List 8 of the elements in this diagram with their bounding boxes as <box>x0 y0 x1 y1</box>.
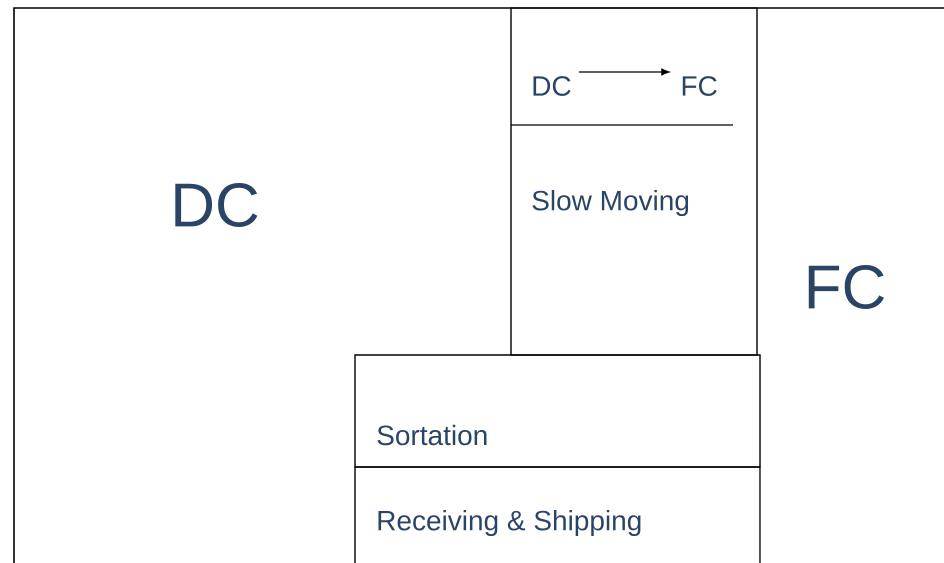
area-label: Slow Moving <box>532 190 688 216</box>
area-label: DC <box>534 76 571 96</box>
area-label: Sortation <box>377 424 486 446</box>
area-label: DC <box>175 183 258 227</box>
area-label: FC <box>682 76 717 96</box>
area-label: Receiving & Shipping <box>378 510 640 536</box>
area-label: FC <box>808 265 884 309</box>
arrow <box>578 68 670 76</box>
